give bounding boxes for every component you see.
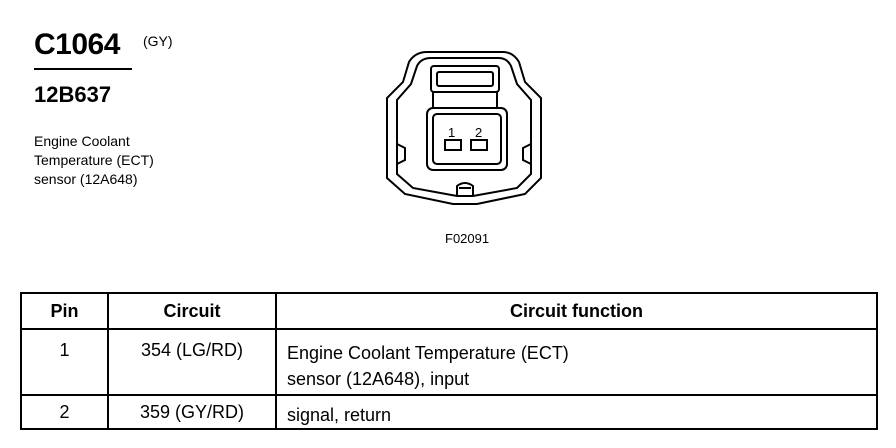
function-line: Engine Coolant Temperature (ECT)	[287, 343, 569, 363]
description-line: Temperature (ECT)	[34, 152, 154, 168]
color-code: (GY)	[143, 33, 173, 49]
bottom-key	[456, 182, 474, 196]
table-row: 1 354 (LG/RD) Engine Coolant Temperature…	[20, 328, 878, 396]
table-row: 2 359 (GY/RD) signal, return	[20, 394, 878, 430]
description-line: Engine Coolant	[34, 133, 130, 149]
cell-circuit: 359 (GY/RD)	[107, 394, 277, 430]
locking-latch-inner	[436, 71, 494, 87]
terminal-cavity	[426, 107, 508, 171]
header-circuit-function: Circuit function	[275, 292, 878, 330]
side-key-right	[522, 143, 532, 165]
function-line: sensor (12A648), input	[287, 369, 470, 389]
connector-inner-housing	[396, 57, 532, 197]
pin-2-label: 2	[475, 125, 482, 140]
header-circuit: Circuit	[107, 292, 277, 330]
part-number: 12B637	[34, 82, 112, 107]
cell-function: Engine Coolant Temperature (ECT) sensor …	[275, 328, 878, 396]
locking-latch	[430, 65, 500, 93]
function-line: signal, return	[287, 405, 392, 425]
table-header-row: Pin Circuit Circuit function	[20, 292, 878, 330]
side-key-left	[396, 143, 406, 165]
cell-pin: 1	[20, 328, 109, 396]
connector-id-underline	[34, 68, 132, 70]
pin-circuit-table: Pin Circuit Circuit function 1 354 (LG/R…	[20, 292, 878, 430]
terminal-cavity-inner	[432, 113, 502, 165]
pin-2-terminal	[470, 139, 488, 151]
component-description: Engine Coolant Temperature (ECT) sensor …	[34, 132, 154, 189]
figure-code: F02091	[445, 231, 490, 246]
cell-function: signal, return	[275, 394, 878, 430]
pin-1-terminal	[444, 139, 462, 151]
connector-id: C1064	[34, 28, 120, 61]
pin-1-label: 1	[448, 125, 455, 140]
description-line: sensor (12A648)	[34, 171, 138, 187]
connector-outer-housing	[386, 51, 542, 205]
header-pin: Pin	[20, 292, 109, 330]
connector-face-drawing: 1 2	[386, 51, 542, 205]
cell-circuit: 354 (LG/RD)	[107, 328, 277, 396]
cell-pin: 2	[20, 394, 109, 430]
